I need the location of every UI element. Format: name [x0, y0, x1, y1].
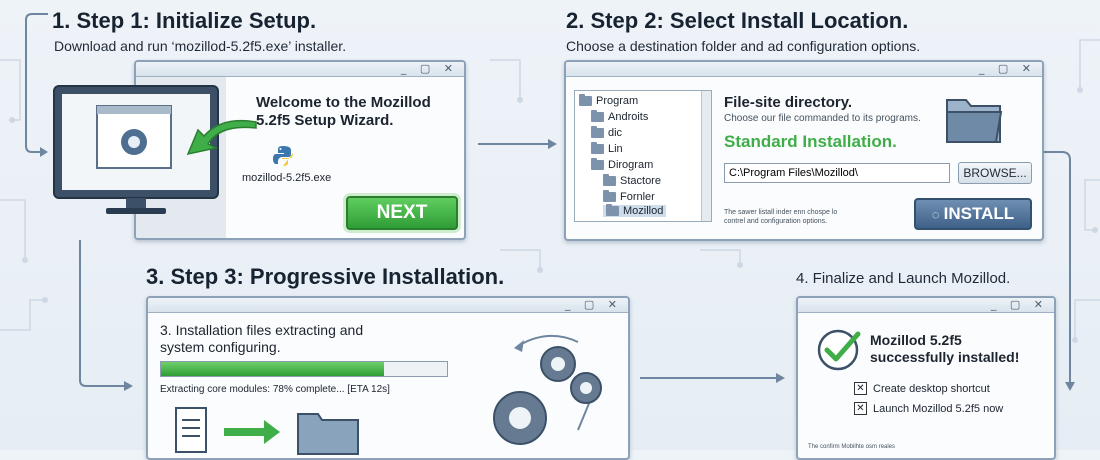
- launch-now-checkbox[interactable]: ✕: [854, 402, 867, 415]
- folder-icon: [591, 158, 604, 170]
- install-button[interactable]: ◌INSTALL: [914, 198, 1032, 230]
- step1-title: 1. Step 1: Initialize Setup.: [52, 8, 317, 33]
- python-file-icon: [272, 144, 294, 168]
- window-controls[interactable]: _ ▢ ✕: [978, 62, 1036, 75]
- tree-folder[interactable]: Stactore: [603, 174, 661, 187]
- step2-subtitle: Choose a destination folder and ad confi…: [566, 38, 921, 54]
- step2-location-window: _ ▢ ✕ Program Androits dic Lin Dirogram …: [564, 60, 1044, 241]
- computer-monitor-icon: [52, 84, 220, 224]
- browse-button[interactable]: BROWSE...: [958, 162, 1032, 184]
- tree-folder[interactable]: dic: [591, 126, 622, 139]
- step3-title: 3. Step 3: Progressive Installation.: [146, 264, 505, 289]
- window-controls[interactable]: _ ▢ ✕: [400, 62, 458, 75]
- installer-file-name: mozillod-5.2f5.exe: [242, 172, 332, 184]
- step3-progress-window: _ ▢ ✕ 3. Installation files extracting a…: [146, 296, 630, 460]
- window-controls[interactable]: _ ▢ ✕: [990, 298, 1048, 311]
- flow-arrow-1-3: [79, 240, 124, 387]
- tree-folder-selected[interactable]: Mozillod: [603, 204, 667, 217]
- spinner-icon: ◌: [931, 207, 940, 222]
- launch-now-option[interactable]: ✕Launch Mozillod 5.2f5 now: [854, 402, 1003, 415]
- folder-icon: [591, 142, 604, 154]
- folder-icon: [606, 204, 619, 216]
- desktop-shortcut-checkbox[interactable]: ✕: [854, 382, 867, 395]
- progress-bar: [160, 361, 448, 377]
- gears-icon: [478, 326, 612, 458]
- flow-arrow-2-4: [1043, 151, 1071, 382]
- welcome-text: Welcome to the Mozillod 5.2f5 Setup Wiza…: [256, 94, 431, 129]
- install-path-input[interactable]: [724, 163, 950, 183]
- folder-icon: [591, 110, 604, 122]
- directory-heading: File-site directory.: [724, 94, 853, 111]
- success-message: Mozillod 5.2f5 successfully installed!: [870, 332, 1020, 365]
- installation-status: 3. Installation files extracting and sys…: [160, 322, 364, 355]
- check-icon: [816, 326, 862, 372]
- directory-description: Choose our file commanded to its program…: [724, 113, 921, 124]
- folder-icon: [603, 190, 616, 202]
- titlebar: _ ▢ ✕: [798, 298, 1054, 313]
- folder-tree[interactable]: Program Androits dic Lin Dirogram Stacto…: [574, 90, 712, 222]
- flow-arrow-intro: [25, 13, 48, 153]
- tree-folder[interactable]: Dirogram: [591, 158, 653, 171]
- step2-title: 2. Step 2: Select Install Location.: [566, 8, 909, 33]
- folder-icon: [591, 126, 604, 138]
- desktop-shortcut-option[interactable]: ✕Create desktop shortcut: [854, 382, 990, 395]
- titlebar: _ ▢ ✕: [136, 62, 464, 77]
- tree-scrollbar[interactable]: [701, 91, 711, 221]
- progress-text: Extracting core modules: 78% complete...…: [160, 384, 390, 395]
- titlebar: _ ▢ ✕: [148, 298, 628, 313]
- green-arrow-icon: [180, 118, 260, 168]
- next-button[interactable]: NEXT: [346, 196, 458, 230]
- step1-subtitle: Download and run ‘mozillod-5.2f5.exe’ in…: [54, 38, 347, 54]
- step4-title: 4. Finalize and Launch Mozillod.: [796, 270, 1011, 287]
- options-footnote: The sawer listall inder enn chospe lo co…: [724, 209, 838, 225]
- background-flow-graphics: [0, 13, 1100, 391]
- titlebar: _ ▢ ✕: [566, 62, 1042, 77]
- install-type-label: Standard Installation.: [724, 132, 897, 151]
- tree-folder[interactable]: Androits: [591, 110, 648, 123]
- step4-finish-window: _ ▢ ✕ Mozillod 5.2f5 successfully instal…: [796, 296, 1056, 460]
- window-controls[interactable]: _ ▢ ✕: [564, 298, 622, 311]
- folder-icon: [603, 174, 616, 186]
- tree-folder[interactable]: Program: [579, 94, 638, 107]
- tree-folder[interactable]: Lin: [591, 142, 623, 155]
- file-transfer-icon: [172, 406, 372, 456]
- folder-icon: [944, 92, 1004, 146]
- tree-folder[interactable]: Fornler: [603, 190, 655, 203]
- progress-fill: [161, 362, 385, 376]
- folder-icon: [579, 94, 592, 106]
- finish-footnote: The confirm Mobilhte osm reales: [808, 444, 896, 450]
